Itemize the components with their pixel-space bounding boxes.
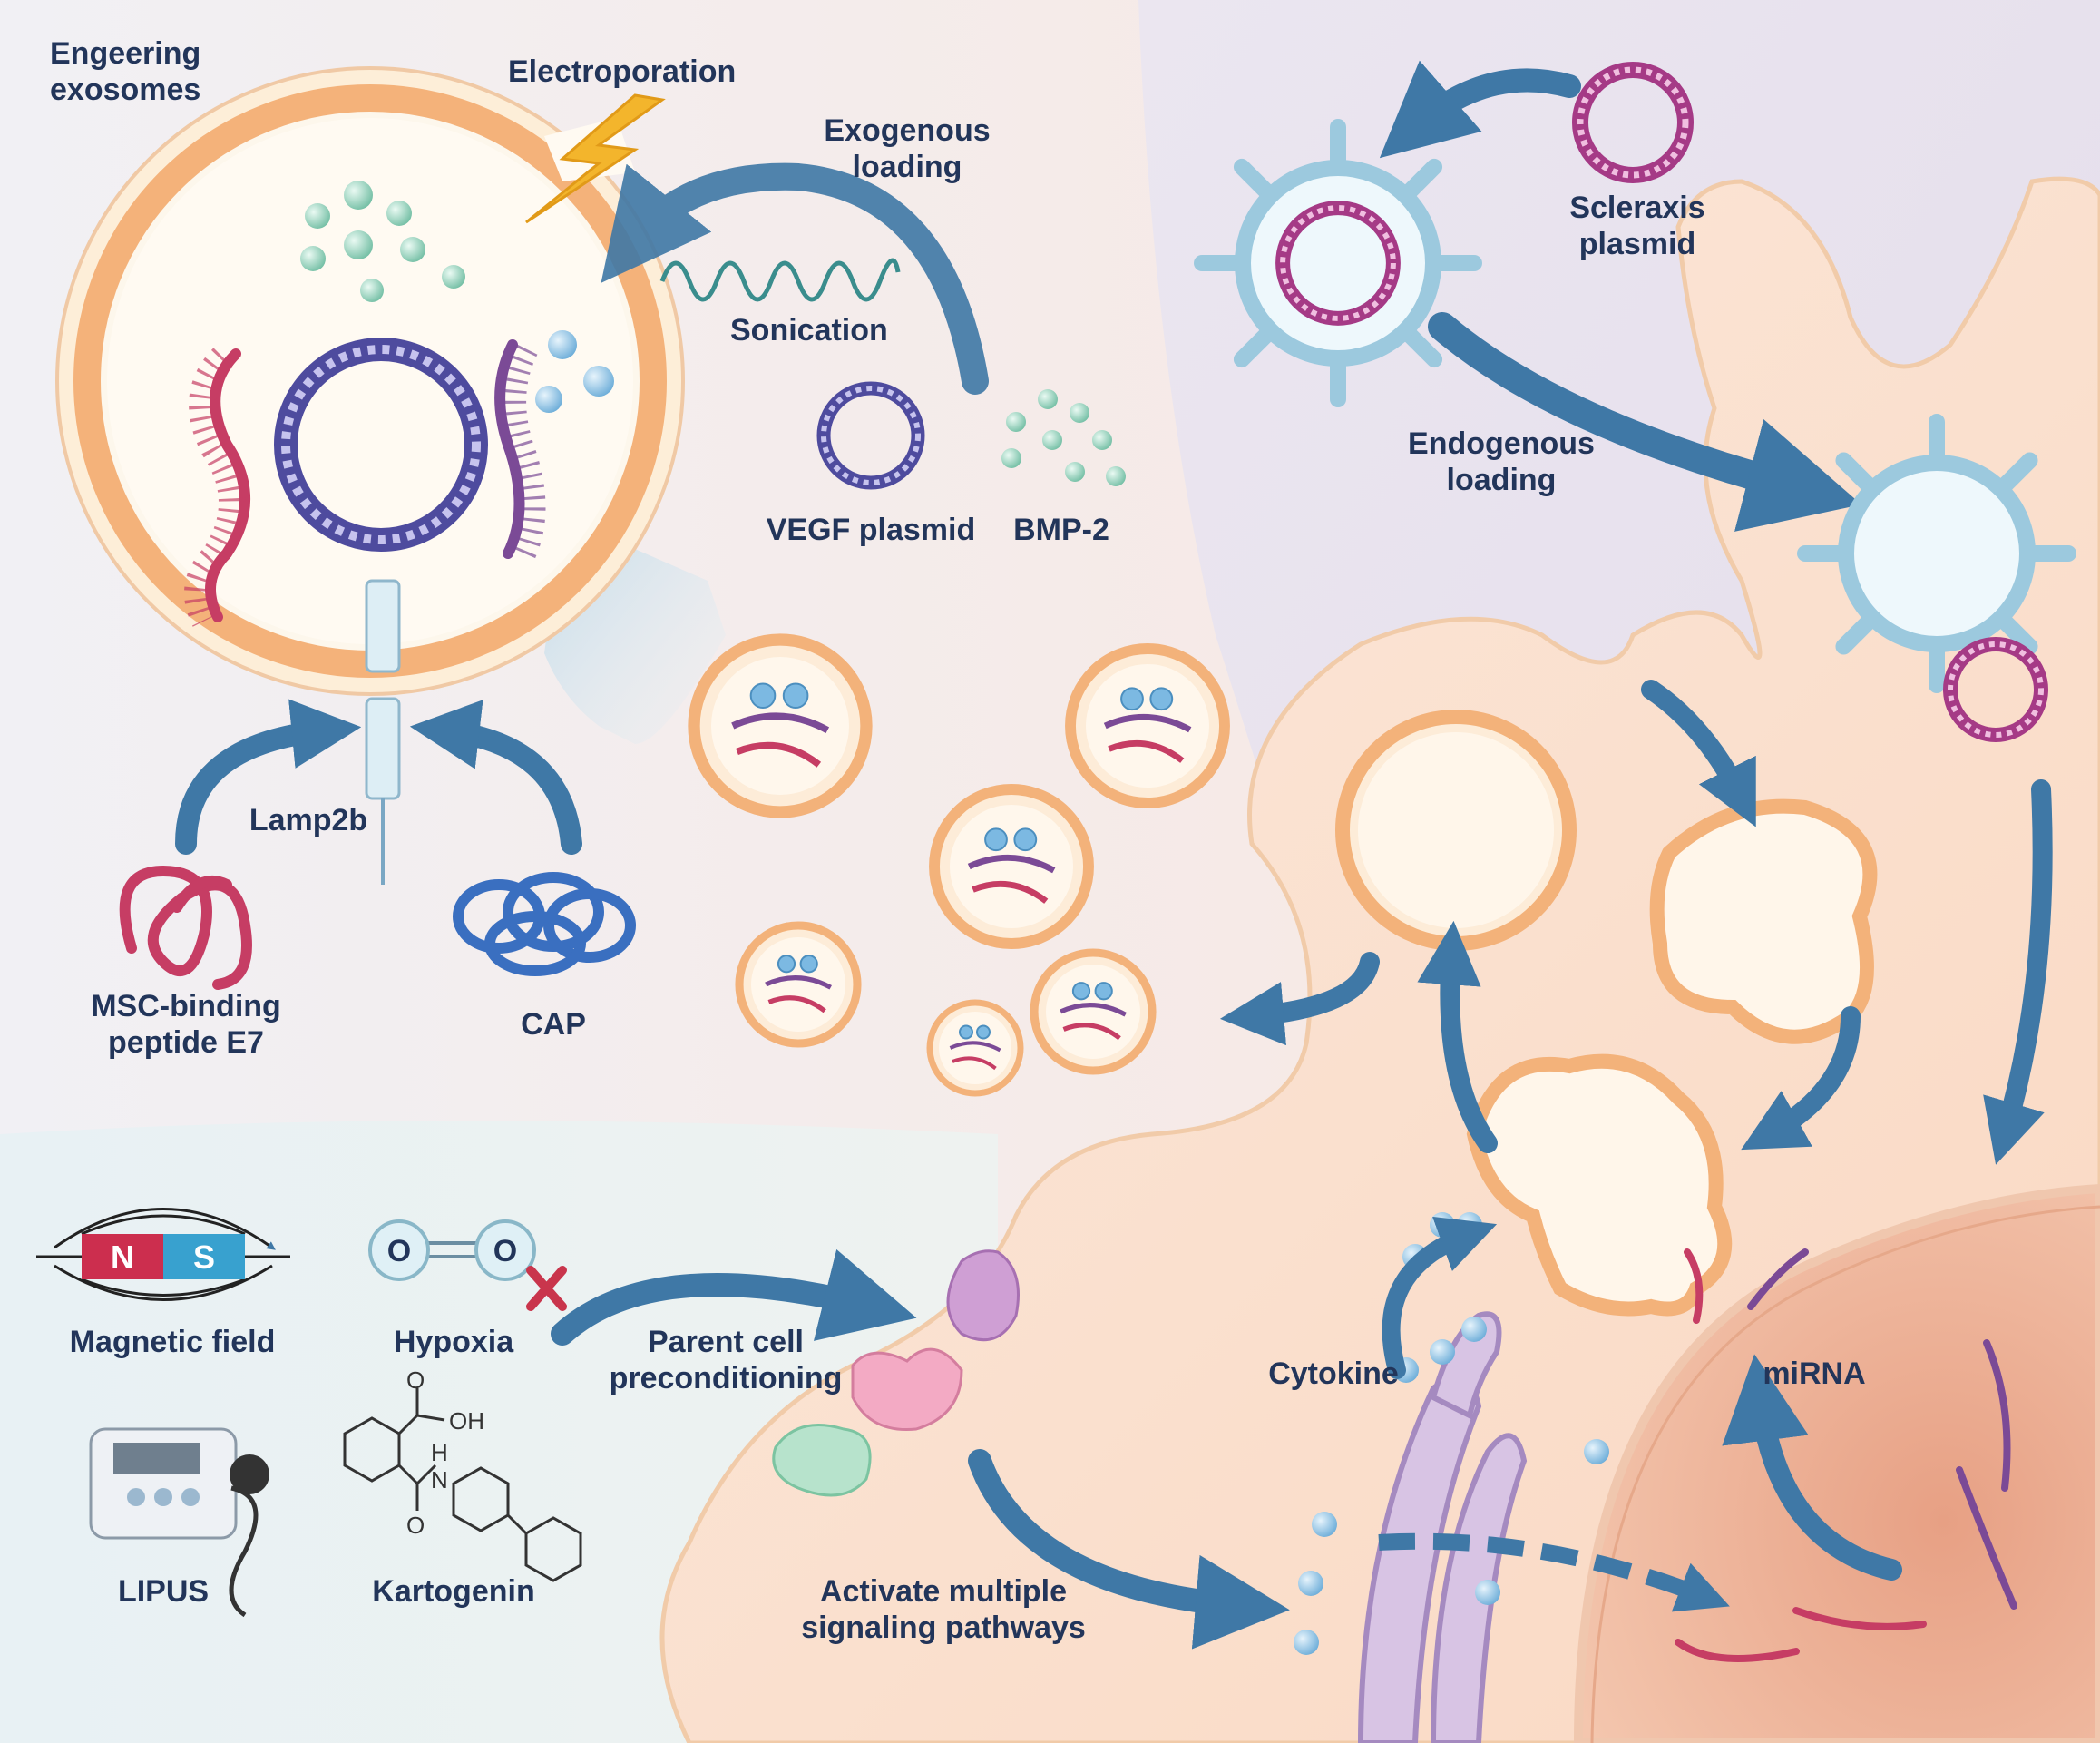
kartogenin-n: N bbox=[431, 1466, 448, 1493]
small-exosome bbox=[1065, 643, 1230, 808]
label-parent-line1: Parent cell bbox=[648, 1325, 804, 1359]
label-cap: CAP bbox=[521, 1007, 586, 1042]
kartogenin-structure-icon bbox=[343, 1388, 582, 1582]
peptide-e7-icon bbox=[119, 865, 252, 990]
magnet-s-label: S bbox=[193, 1239, 215, 1276]
label-scleraxis-line2: plasmid bbox=[1579, 227, 1695, 261]
label-engineering-line1: Engeering bbox=[50, 36, 200, 71]
lamp2b-protein bbox=[365, 579, 401, 885]
donor-exosome-empty bbox=[1797, 414, 2076, 693]
label-hypoxia: Hypoxia bbox=[394, 1325, 514, 1359]
early-endosome bbox=[1649, 798, 1878, 1044]
small-exosome bbox=[735, 921, 862, 1048]
cytokine-inner bbox=[535, 330, 614, 413]
arrow-uptake bbox=[1641, 680, 1756, 827]
label-cytokine: Cytokine bbox=[1268, 1356, 1399, 1391]
donor-exosome-loaded bbox=[1194, 119, 1482, 407]
plasmid-icon bbox=[274, 338, 488, 552]
kartogenin-oh: OH bbox=[449, 1407, 484, 1435]
arrow-activate-signaling bbox=[968, 1449, 1290, 1650]
exogenous-arrow bbox=[601, 162, 989, 395]
label-bmp2: BMP-2 bbox=[1013, 513, 1109, 547]
label-lamp2b: Lamp2b bbox=[249, 803, 367, 837]
label-lipus: LIPUS bbox=[118, 1574, 209, 1609]
lightning-icon bbox=[525, 93, 666, 224]
arrow-to-mvb bbox=[1417, 920, 1498, 1153]
kartogenin-h: H bbox=[431, 1439, 448, 1466]
label-endogenous-line1: Endogenous bbox=[1408, 426, 1595, 461]
exosome-body bbox=[1235, 160, 1441, 367]
label-activate-line1: Activate multiple bbox=[820, 1574, 1067, 1609]
label-scleraxis-line1: Scleraxis bbox=[1569, 191, 1704, 225]
arrow-signaling-dashed bbox=[1378, 1532, 1730, 1612]
label-exogenous-line2: loading bbox=[853, 150, 962, 184]
scleraxis-plasmid-icon bbox=[1572, 62, 1694, 183]
arrow-endogenous-loading bbox=[1428, 312, 1861, 532]
label-vegf: VEGF plasmid bbox=[767, 513, 976, 547]
arrow-e7-to-lamp2b bbox=[175, 699, 362, 855]
rna-purple-inner bbox=[494, 339, 546, 563]
multivesicular-body bbox=[1335, 710, 1577, 951]
label-kartogenin: Kartogenin bbox=[372, 1574, 534, 1609]
kartogenin-o1: O bbox=[406, 1366, 425, 1394]
oxygen-atom-1: O bbox=[387, 1234, 411, 1268]
label-electroporation: Electroporation bbox=[508, 54, 736, 89]
mirna-strands bbox=[1675, 1248, 2017, 1662]
label-activate-line2: signaling pathways bbox=[801, 1611, 1086, 1645]
bmp2-cluster bbox=[1001, 389, 1126, 486]
small-exosome bbox=[688, 633, 873, 818]
arrow-endosome-to-late bbox=[1741, 1006, 1861, 1151]
arrow-nucleus-mirna bbox=[1722, 1354, 1902, 1581]
exosome-body bbox=[1838, 455, 2036, 652]
label-msc-line2: peptide E7 bbox=[108, 1025, 264, 1060]
arrow-cytokine-release bbox=[1382, 1216, 1498, 1379]
lipus-device-icon bbox=[89, 1427, 269, 1618]
small-exosome bbox=[926, 999, 1024, 1097]
rna-red-inner bbox=[184, 348, 250, 627]
small-exosome bbox=[929, 784, 1094, 949]
arrow-cap-to-lamp2b bbox=[409, 700, 582, 855]
scleraxis-plasmid-released bbox=[1943, 637, 2048, 742]
label-engineering-line2: exosomes bbox=[50, 73, 200, 107]
label-magnetic-field: Magnetic field bbox=[70, 1325, 276, 1359]
magnet-icon bbox=[36, 1208, 290, 1301]
cap-icon bbox=[453, 872, 636, 976]
arrow-scleraxis-loading bbox=[1379, 60, 1581, 159]
membrane-receptors bbox=[772, 1249, 1020, 1497]
magnet-n-label: N bbox=[111, 1239, 134, 1276]
oxygen-molecule-icon bbox=[368, 1219, 567, 1311]
late-endosome bbox=[1466, 1053, 1733, 1317]
label-sonication: Sonication bbox=[730, 313, 888, 348]
kartogenin-o2: O bbox=[406, 1512, 425, 1539]
small-exosome bbox=[1030, 948, 1157, 1075]
label-msc-line1: MSC-binding bbox=[91, 989, 281, 1023]
label-parent-line2: preconditioning bbox=[610, 1361, 843, 1395]
oxygen-atom-2: O bbox=[493, 1234, 517, 1268]
sine-wave-icon bbox=[659, 258, 901, 302]
arrow-mvb-release bbox=[1219, 952, 1380, 1046]
label-endogenous-line2: loading bbox=[1447, 463, 1557, 497]
arrow-preconditioning bbox=[551, 1248, 917, 1346]
label-mirna: miRNA bbox=[1763, 1356, 1865, 1391]
vegf-plasmid-icon bbox=[816, 381, 925, 490]
bmp2-cluster-inner bbox=[300, 181, 465, 302]
plasmid-ring-detail bbox=[1280, 205, 1396, 321]
arrow-to-nucleus bbox=[1983, 779, 2053, 1165]
label-exogenous-line1: Exogenous bbox=[824, 113, 990, 148]
